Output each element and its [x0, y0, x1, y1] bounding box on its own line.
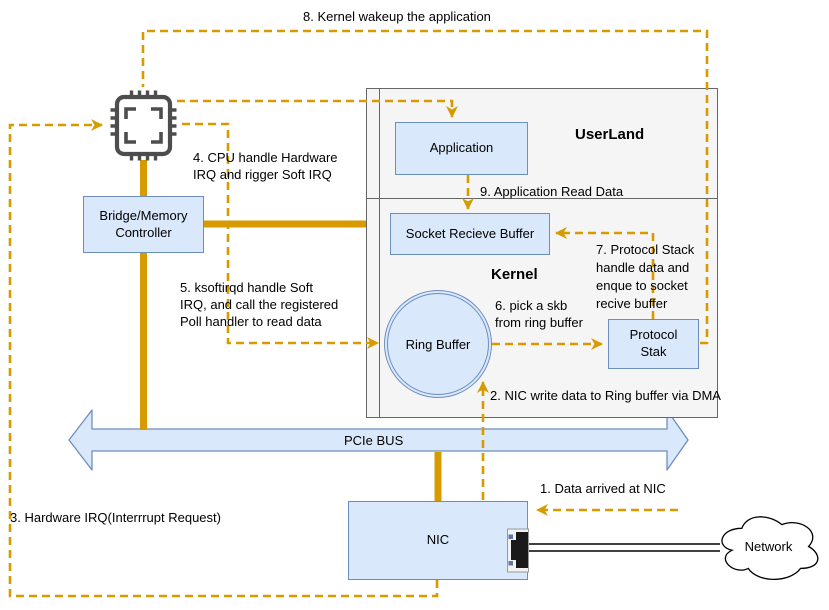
protocol-stack-label: Protocol Stak [629, 327, 678, 359]
application-label: Application [429, 140, 494, 156]
annotation-step1: 1. Data arrived at NIC [540, 481, 666, 496]
flow-step5-arrow [182, 122, 379, 349]
kernel-section-title: Kernel [491, 266, 538, 283]
container-left-lane-line [379, 88, 380, 418]
ring-buffer-label: Ring Buffer [405, 336, 471, 352]
flow-step7-arrow [555, 227, 655, 319]
pcie-bus-label: PCIe BUS [344, 433, 404, 448]
annotation-step6: 6. pick a skb from ring buffer [495, 298, 583, 331]
cpu-chip-icon [110, 90, 177, 161]
network-label: Network [744, 539, 793, 554]
annotation-step4: 4. CPU handle Hardware IRQ and rigger So… [193, 150, 338, 183]
ethernet-cable [528, 543, 720, 552]
bridge-memory-controller-box: Bridge/Memory Controller [83, 196, 204, 253]
network-cloud [721, 516, 819, 580]
annotation-step9: 9. Application Read Data [480, 184, 624, 199]
bridge-memory-controller-label: Bridge/Memory Controller [99, 207, 188, 240]
flow-cpu-to-application-arrow [177, 99, 458, 118]
ring-buffer-circle: Ring Buffer [384, 290, 492, 398]
pcie-bus-arrow [68, 409, 689, 471]
flow-step8-line [141, 29, 709, 345]
socket-receive-buffer-box: Socket Recieve Buffer [390, 213, 550, 255]
nic-box: NIC [348, 501, 528, 580]
userland-kernel-divider [366, 198, 718, 199]
userland-section-title: UserLand [575, 126, 645, 143]
flow-step3-arrow [8, 119, 439, 598]
nic-label: NIC [426, 532, 450, 548]
annotation-step3: 3. Hardware IRQ(Interrrupt Request) [10, 510, 221, 525]
protocol-stack-box: Protocol Stak [608, 319, 699, 369]
ethernet-port-icon [507, 528, 529, 573]
annotation-step7: 7. Protocol Stack handle data and enque … [596, 242, 695, 311]
annotation-step8: 8. Kernel wakeup the application [303, 9, 491, 24]
application-box: Application [395, 122, 528, 175]
socket-receive-buffer-label: Socket Recieve Buffer [405, 225, 535, 241]
annotation-step2: 2. NIC write data to Ring buffer via DMA [490, 388, 721, 403]
annotation-step5: 5. ksoftirqd handle Soft IRQ, and call t… [180, 280, 339, 330]
